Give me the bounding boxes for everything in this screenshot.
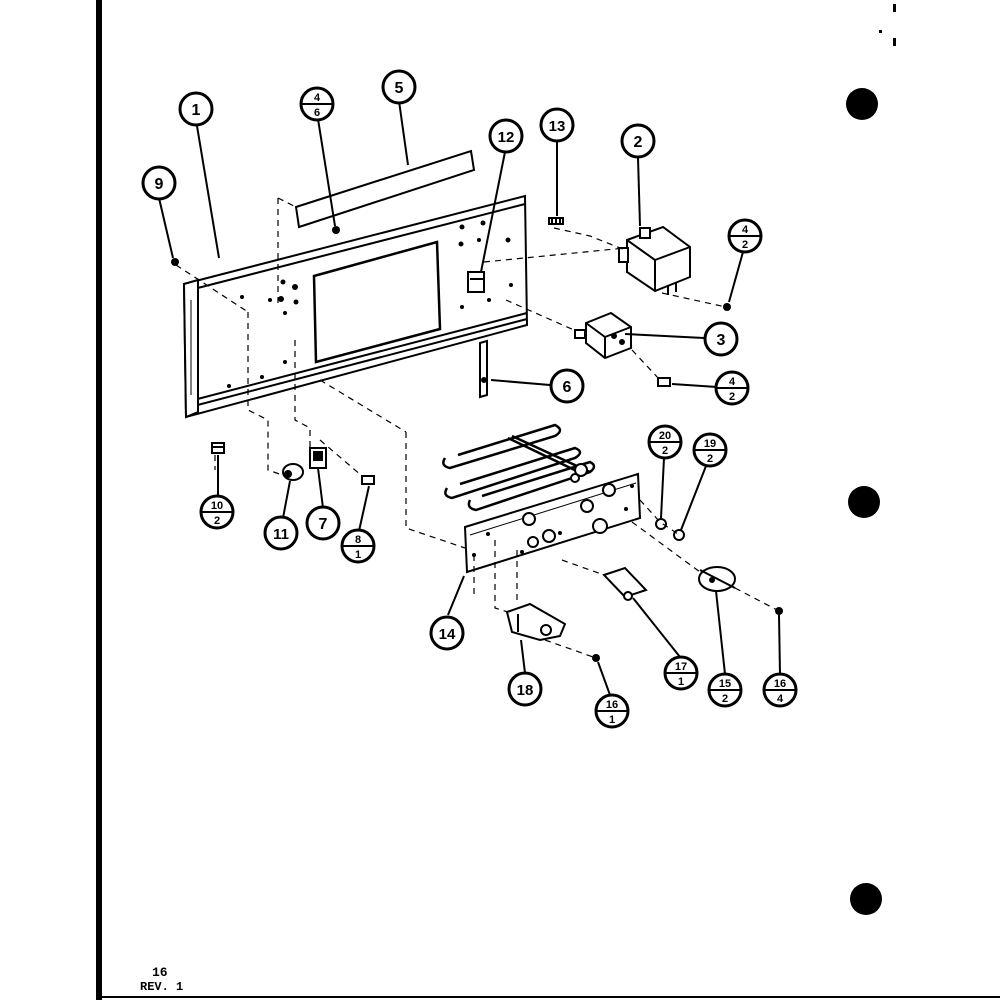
scan-speckles [879, 4, 896, 46]
svg-text:19: 19 [704, 438, 716, 450]
svg-text:20: 20 [659, 430, 671, 442]
heater-terminals [522, 463, 616, 548]
callout-4-over-6: 4 6 [299, 86, 335, 122]
svg-text:13: 13 [549, 118, 566, 135]
svg-text:1: 1 [609, 714, 615, 726]
transformer-part [618, 225, 691, 295]
callout-8-over-1: 8 1 [340, 528, 376, 564]
svg-text:4: 4 [314, 92, 321, 104]
svg-text:10: 10 [211, 500, 223, 512]
thermostat-part [698, 566, 736, 592]
callout-11: 11 [263, 515, 299, 551]
svg-text:6: 6 [563, 379, 572, 396]
svg-text:9: 9 [155, 176, 164, 193]
svg-text:5: 5 [395, 80, 404, 97]
callout-14: 14 [429, 615, 465, 651]
sensor-part [602, 566, 648, 601]
heater-coils-part [442, 423, 596, 512]
callout-4-over-2: 4 2 [727, 218, 763, 254]
callout-5: 5 [381, 69, 417, 105]
left-binding-bar [96, 0, 102, 1000]
svg-text:17: 17 [675, 661, 687, 673]
svg-text:18: 18 [517, 682, 534, 699]
svg-text:2: 2 [722, 693, 728, 705]
nut-part [673, 529, 685, 541]
callout-19-over-2: 19 2 [692, 432, 728, 468]
svg-text:16: 16 [606, 699, 618, 711]
svg-text:4: 4 [777, 693, 784, 705]
punch-hole [846, 88, 878, 120]
knob-part [282, 463, 304, 481]
callout-17-over-1: 17 1 [663, 655, 699, 691]
switch-part [309, 447, 327, 469]
plate-holes [472, 484, 634, 557]
svg-text:11: 11 [273, 526, 289, 543]
svg-text:4: 4 [729, 376, 736, 388]
bracket-part [479, 339, 488, 399]
svg-text:2: 2 [729, 391, 735, 403]
svg-text:6: 6 [314, 107, 320, 119]
svg-text:1: 1 [355, 549, 361, 561]
nut-part [655, 518, 667, 530]
control-panel-part [182, 194, 529, 419]
svg-text:15: 15 [719, 678, 731, 690]
revision-label: REV. 1 [140, 980, 183, 994]
callout-4-over-2: 4 2 [714, 370, 750, 406]
screw-part [657, 377, 671, 387]
callout-6: 6 [549, 368, 585, 404]
screw-part [723, 303, 731, 311]
punch-hole [848, 486, 880, 518]
screw-part [211, 442, 225, 454]
callout-3: 3 [703, 321, 739, 357]
callout-16-over-4: 16 4 [762, 672, 798, 708]
callout-20-over-2: 20 2 [647, 424, 683, 460]
svg-text:12: 12 [498, 129, 515, 146]
svg-text:1: 1 [678, 676, 684, 688]
screw-part [332, 226, 340, 234]
screw-part [592, 654, 600, 662]
svg-text:2: 2 [214, 515, 220, 527]
leader-lines [158, 100, 781, 696]
svg-text:2: 2 [634, 134, 643, 151]
svg-text:7: 7 [319, 516, 328, 533]
callout-15-over-2: 15 2 [707, 672, 743, 708]
svg-text:14: 14 [439, 626, 456, 643]
svg-text:16: 16 [774, 678, 786, 690]
callout-16-over-1: 16 1 [594, 693, 630, 729]
screw-part [361, 475, 375, 485]
callout-18: 18 [507, 671, 543, 707]
callout-2: 2 [620, 123, 656, 159]
svg-text:2: 2 [662, 445, 668, 457]
callout-1: 1 [178, 91, 214, 127]
callout-9: 9 [141, 165, 177, 201]
callout-13: 13 [539, 107, 575, 143]
svg-text:4: 4 [742, 224, 749, 236]
callout-10-over-2: 10 2 [199, 494, 235, 530]
svg-text:2: 2 [707, 453, 713, 465]
svg-text:8: 8 [355, 534, 361, 546]
trim-strip-part [294, 149, 476, 229]
assembly-dashed-lines [175, 197, 780, 659]
svg-text:2: 2 [742, 239, 748, 251]
punch-hole [850, 883, 882, 915]
nut-part [171, 258, 179, 266]
callout-12: 12 [488, 118, 524, 154]
callout-7: 7 [305, 505, 341, 541]
clip-part [467, 271, 485, 293]
relay-part [574, 311, 632, 360]
screw-part [548, 217, 564, 225]
switch-part [505, 602, 567, 642]
svg-text:3: 3 [717, 332, 726, 349]
page-number: 16 [152, 965, 168, 980]
svg-text:1: 1 [192, 102, 201, 119]
